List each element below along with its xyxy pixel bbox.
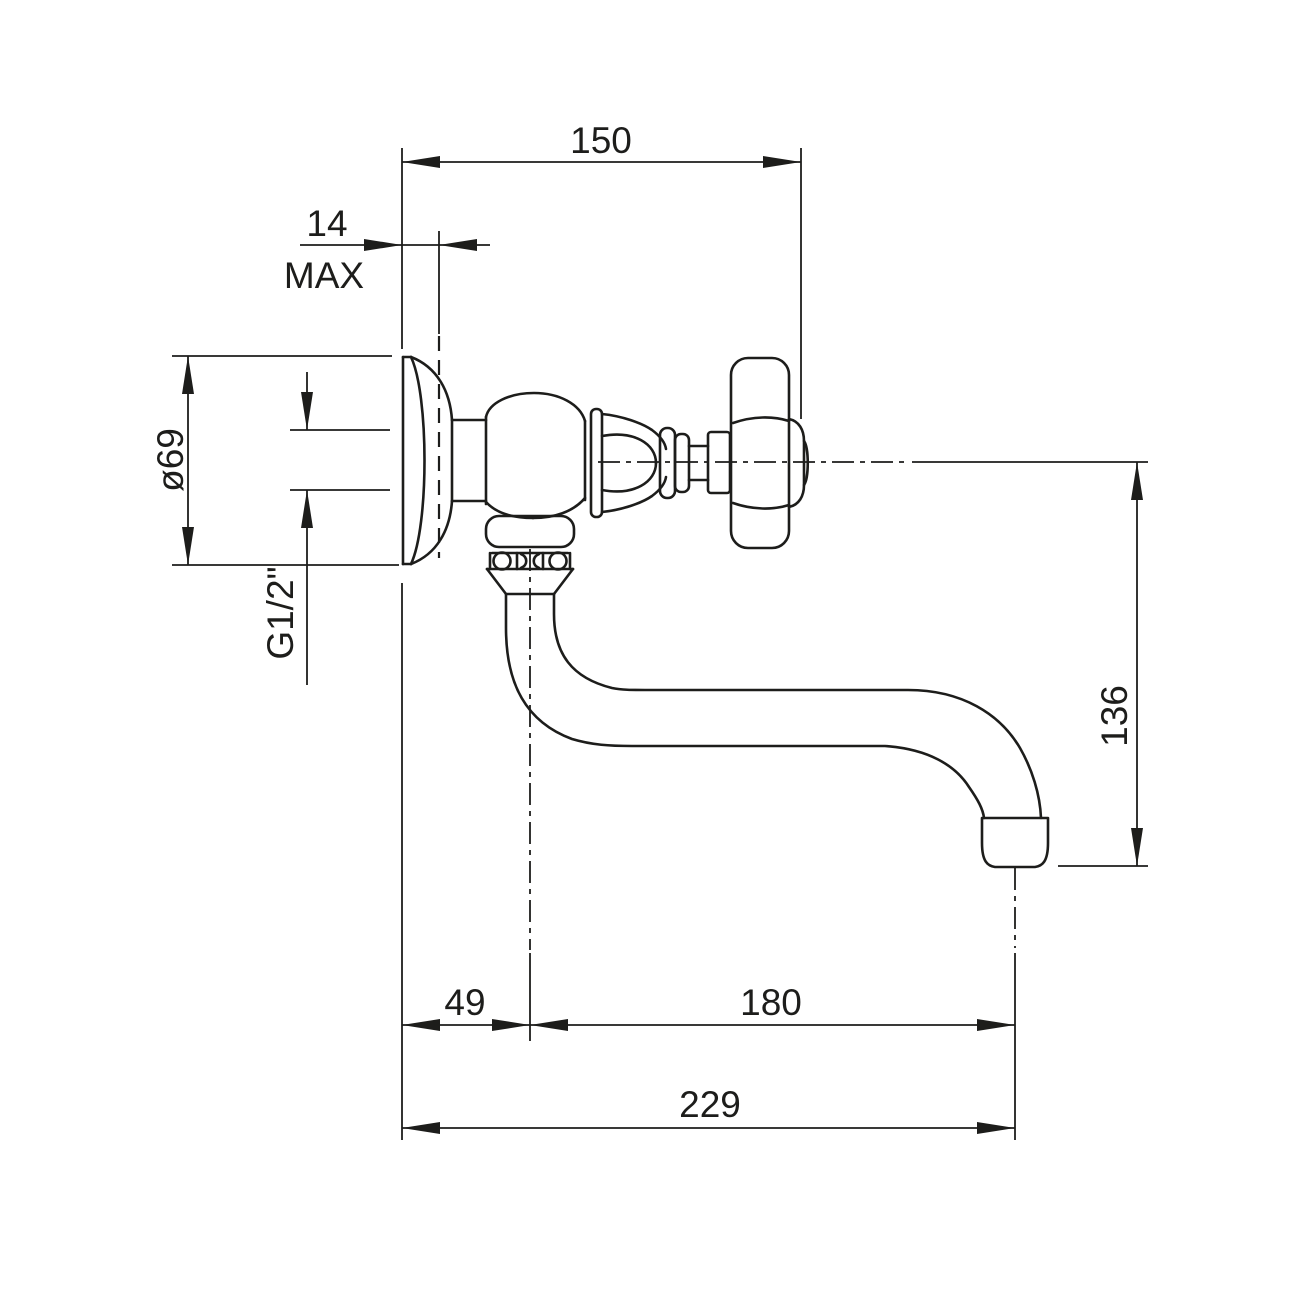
dim-label-thread: G1/2" <box>260 566 301 659</box>
dim-229: 229 <box>402 1084 1015 1134</box>
arrowhead-49-right <box>492 1019 530 1031</box>
bonnet <box>589 407 668 519</box>
bonnet-cap-bottom <box>600 475 668 514</box>
valve-body <box>484 391 587 520</box>
arrowhead-180-left <box>530 1019 568 1031</box>
body-bottom-right-arc <box>531 496 587 520</box>
dim-136: 136 <box>912 461 1148 867</box>
flange-skirt-bottom <box>409 499 454 566</box>
arrowhead-right <box>977 1122 1015 1134</box>
spout-inner-wall <box>552 592 1043 820</box>
wheel-cross-top <box>731 416 791 425</box>
dim-label-14: 14 <box>306 203 347 244</box>
handle-wheel <box>729 356 810 550</box>
wheel-front-bulge <box>802 439 810 487</box>
knurl-lens-left <box>519 552 528 570</box>
handle-stem <box>658 426 732 500</box>
arrowhead-bottom <box>182 527 194 565</box>
stem-ring-inner <box>673 432 691 494</box>
swivel-spout <box>504 592 1050 869</box>
arrowhead-49-left <box>402 1019 440 1031</box>
spout-union-nut <box>484 514 576 596</box>
spout-outer-wall <box>504 592 986 820</box>
knurl-circle-left <box>492 551 512 571</box>
dim-label-max: MAX <box>284 255 364 296</box>
dim-label-229: 229 <box>679 1084 741 1125</box>
flange-dome-profile <box>409 355 426 566</box>
arrowhead-left <box>402 156 440 168</box>
bonnet-ring <box>589 407 604 519</box>
arrowhead-top <box>182 356 194 394</box>
cone-right-edge <box>552 567 575 596</box>
dim-diameter-69: ø69 <box>150 355 399 566</box>
bonnet-cap-top <box>600 412 668 451</box>
arrowhead-left <box>364 239 402 251</box>
arrowhead-180-right <box>977 1019 1015 1031</box>
wheel-rim-front <box>787 417 806 509</box>
knurl-circle-right <box>548 551 568 571</box>
knurl-lens-right <box>532 552 541 570</box>
arrowhead-right <box>439 239 477 251</box>
wheel-outline <box>729 356 791 550</box>
arrowhead-bottom <box>1131 828 1143 866</box>
dim-150: 150 <box>401 120 802 419</box>
arrowhead-top <box>1131 462 1143 500</box>
dim-label-136: 136 <box>1094 685 1135 747</box>
cone-left-edge <box>485 567 508 596</box>
dim-label-49: 49 <box>444 982 485 1023</box>
arrowhead-right <box>763 156 801 168</box>
arrowhead-down <box>301 392 313 430</box>
body-top-arc <box>484 391 587 423</box>
dim-label-180: 180 <box>740 982 802 1023</box>
bonnet-petal-lower <box>600 461 658 493</box>
arrowhead-up <box>301 490 313 528</box>
flange-skirt-top <box>409 355 454 422</box>
dim-thread-g12: G1/2" <box>260 372 390 685</box>
dim-14-max: 14 MAX <box>284 203 490 334</box>
wall-flange <box>401 355 488 566</box>
aerator-outlet <box>980 816 1050 869</box>
dim-label-diameter: ø69 <box>150 428 191 492</box>
center-lines <box>437 336 1016 950</box>
dim-49-180: 49 180 <box>401 583 1016 1140</box>
union-collar <box>484 514 576 549</box>
wheel-cross-bottom <box>731 501 791 510</box>
arrowhead-left <box>402 1122 440 1134</box>
dim-label-150: 150 <box>570 120 632 161</box>
bonnet-petal-upper <box>600 433 658 465</box>
body-bottom-left-arc <box>484 500 535 520</box>
